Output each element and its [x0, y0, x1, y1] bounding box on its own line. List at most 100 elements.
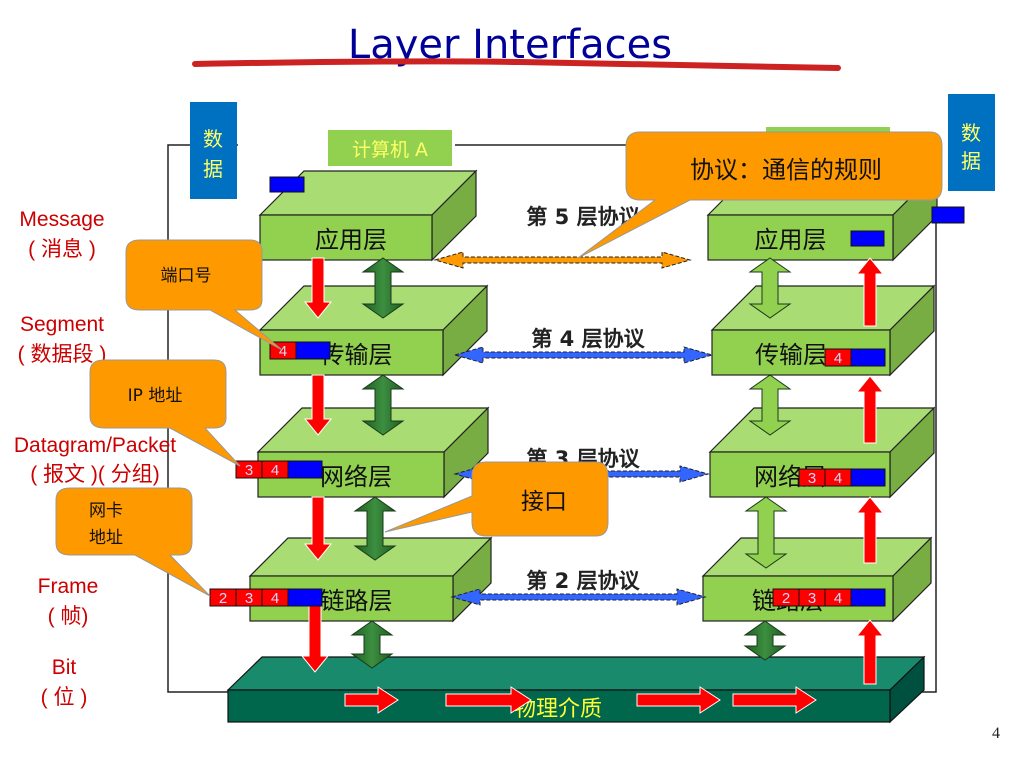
- pdu-message-cn: ( 消息 ): [28, 238, 96, 261]
- protocol-label-layer4: 第 4 层协议: [531, 327, 645, 351]
- right-layer-1: 传输层: [710, 284, 936, 377]
- left-layer-label-1: 传输层: [321, 341, 393, 369]
- pdu-segment-cn: ( 数据段 ): [18, 343, 107, 366]
- bit-flow-arrow-4: [732, 686, 817, 714]
- machine-a-label: 计算机 A: [352, 139, 428, 161]
- machine-a-label-bg: [328, 130, 452, 166]
- down-arrow-app-to-transport: [303, 257, 333, 319]
- pdu-labels: Message ( 消息 ) Segment ( 数据段 ) Datagram/…: [14, 208, 176, 709]
- right-interface-arrow-3-2: [744, 496, 788, 569]
- payload-cell: [850, 468, 886, 487]
- up-arrow-network-to-transport: [855, 375, 885, 444]
- left-layer-label-2: 网络层: [320, 463, 392, 491]
- left-interface-arrow-5-4: [361, 257, 405, 319]
- payload-cell: [287, 460, 323, 479]
- data-tag-left-char1: 数: [203, 127, 223, 151]
- pdu-frame-cn: ( 帧): [48, 605, 89, 628]
- data-flow-arrows: [300, 257, 885, 714]
- header-number: 4: [834, 470, 842, 487]
- interface-arrows: [350, 257, 792, 669]
- data-tag-right: 数 据: [948, 94, 995, 191]
- pdu-datagram-cn: ( 报文 )( 分组): [30, 463, 159, 486]
- callout-nic-line2: 地址: [89, 528, 123, 548]
- left-layer-1: 传输层: [258, 284, 489, 377]
- page-number: 4: [992, 725, 1000, 742]
- up-arrow-physical-to-link: [855, 619, 885, 685]
- left-interface-arrow-4-3: [361, 374, 405, 436]
- right-interface-arrow-5-4: [748, 257, 792, 319]
- data-tag-left: 数 据: [190, 102, 237, 199]
- data-tag-right-char2: 据: [961, 149, 981, 173]
- callout-ip: IP 地址: [89, 359, 241, 467]
- callout-interface-text: 接口: [521, 489, 567, 515]
- pdu-segment-en: Segment: [20, 313, 104, 336]
- header-number: 4: [834, 350, 842, 367]
- header-number: 4: [271, 462, 279, 479]
- callout-port-text: 端口号: [161, 266, 212, 286]
- protocol-arrow-layer4: [453, 346, 714, 364]
- down-arrow-transport-to-network: [303, 374, 333, 436]
- protocol-arrow-layer5: [433, 251, 692, 269]
- right-layer-label-1: 传输层: [755, 341, 827, 369]
- left-layer-label-0: 应用层: [315, 226, 387, 254]
- payload-cell: [287, 588, 323, 607]
- right-interface-arrow-2-1: [743, 620, 787, 661]
- protocol-arrow-layer2: [450, 588, 707, 606]
- header-number: 3: [245, 590, 253, 607]
- right-transport-header: 4: [824, 348, 886, 367]
- bit-flow-arrow-1: [344, 686, 399, 714]
- up-arrow-transport-to-app: [855, 257, 885, 327]
- pdu-message-en: Message: [19, 208, 104, 231]
- header-number: 4: [279, 343, 287, 360]
- left-layer-label-3: 链路层: [321, 587, 393, 615]
- data-tag-right-char1: 数: [961, 121, 981, 145]
- down-arrow-link-to-physical: [300, 605, 330, 673]
- protocol-label-layer2: 第 2 层协议: [526, 569, 640, 593]
- left-interface-arrow-2-1: [350, 620, 394, 669]
- data-tag-left-char2: 据: [203, 157, 223, 181]
- right-app-data-box: [850, 230, 885, 247]
- title-underline: [192, 58, 841, 71]
- callout-port: 端口号: [125, 239, 283, 351]
- header-number: 3: [808, 470, 816, 487]
- right-data-out-box: [931, 206, 965, 224]
- header-number: 4: [834, 590, 842, 607]
- down-arrow-network-to-link: [303, 496, 333, 561]
- header-number: 3: [245, 462, 253, 479]
- up-arrow-link-to-network: [855, 496, 885, 564]
- header-number: 2: [782, 590, 790, 607]
- header-number: 4: [271, 590, 279, 607]
- pdu-bit-cn: ( 位 ): [41, 686, 88, 709]
- callout-nic-line1: 网卡: [89, 501, 123, 521]
- callout-nic: 网卡 地址: [55, 487, 211, 597]
- callout-ip-text: IP 地址: [128, 386, 183, 406]
- physical-medium-block: 物理介质: [226, 655, 926, 724]
- left-link-header: 2 3 4: [209, 588, 323, 607]
- right-link-header: 2 3 4: [772, 588, 886, 607]
- pdu-datagram-en: Datagram/Packet: [14, 434, 176, 457]
- header-number: 2: [219, 590, 227, 607]
- header-number: 3: [808, 590, 816, 607]
- payload-cell: [850, 588, 886, 607]
- bit-flow-arrow-3: [636, 686, 721, 714]
- bit-flow-arrow-2: [445, 686, 532, 714]
- payload-cell: [295, 341, 331, 360]
- payload-cell: [850, 348, 886, 367]
- pdu-bit-en: Bit: [52, 656, 77, 679]
- left-transport-header: 4: [269, 341, 331, 360]
- callout-interface: 接口: [384, 461, 609, 537]
- right-layer-3: 链路层: [701, 536, 933, 623]
- callout-protocol: 协议：通信的规则: [577, 131, 943, 259]
- left-app-data-box: [269, 176, 305, 193]
- right-interface-arrow-4-3: [748, 374, 792, 436]
- left-interface-arrow-3-2: [353, 496, 397, 561]
- callout-protocol-text: 协议：通信的规则: [690, 156, 882, 184]
- pdu-frame-en: Frame: [38, 575, 99, 598]
- right-layer-label-0: 应用层: [755, 226, 827, 254]
